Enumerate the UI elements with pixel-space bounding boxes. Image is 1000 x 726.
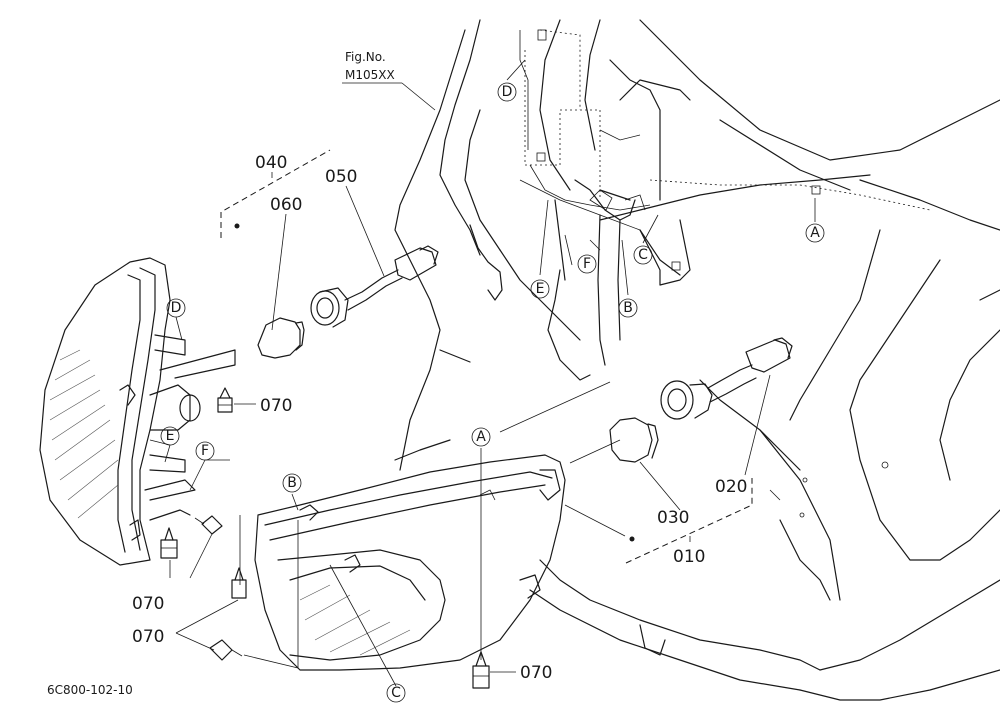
part-number-070-upper: 070 bbox=[260, 396, 292, 416]
bolt-070-mid bbox=[231, 567, 247, 599]
part-number-070-lower: 070 bbox=[132, 627, 164, 647]
svg-text:F: F bbox=[201, 443, 209, 459]
socket-050 bbox=[310, 245, 439, 328]
callout-F-left: F bbox=[195, 441, 215, 461]
svg-text:D: D bbox=[171, 300, 182, 316]
part-number-020: 020 bbox=[715, 477, 747, 497]
bolt-070-upper bbox=[217, 387, 233, 413]
svg-text:E: E bbox=[166, 428, 175, 444]
right-headlight bbox=[254, 454, 566, 671]
callout-A-top: A bbox=[805, 223, 825, 243]
part-number-040: 040 bbox=[255, 153, 287, 173]
callout-A-mid: A bbox=[471, 427, 491, 447]
callout-D-top: D bbox=[497, 82, 517, 102]
callout-C-top: C bbox=[633, 245, 653, 265]
socket-020 bbox=[660, 337, 793, 420]
bulb-060 bbox=[257, 317, 305, 359]
left-headlight bbox=[39, 257, 236, 566]
part-number-050: 050 bbox=[325, 167, 357, 187]
part-number-060: 060 bbox=[270, 195, 302, 215]
svg-text:B: B bbox=[623, 300, 633, 316]
callout-B-top: B bbox=[618, 298, 638, 318]
callout-F-top: F bbox=[577, 254, 597, 274]
callout-E-top: E bbox=[530, 279, 550, 299]
svg-text:A: A bbox=[476, 429, 486, 445]
hood-panel bbox=[394, 19, 1000, 701]
bolt-070-left-a bbox=[160, 527, 178, 559]
callout-C-bottom: C bbox=[386, 683, 406, 703]
leader-lines bbox=[149, 59, 816, 687]
bracket-structure bbox=[519, 29, 821, 381]
part-number-010: 010 bbox=[673, 547, 705, 567]
svg-text:A: A bbox=[810, 225, 820, 241]
svg-text:C: C bbox=[391, 685, 401, 701]
svg-text:C: C bbox=[638, 247, 648, 263]
svg-text:B: B bbox=[287, 475, 297, 491]
part-number-030: 030 bbox=[657, 508, 689, 528]
svg-text:D: D bbox=[502, 84, 513, 100]
callout-E-left: E bbox=[160, 426, 180, 446]
fig-ref-label: Fig.No. bbox=[345, 50, 386, 64]
callout-D-left: D bbox=[166, 298, 186, 318]
fig-ref-number: M105XX bbox=[345, 68, 395, 82]
svg-text:E: E bbox=[536, 281, 545, 297]
part-number-070-left: 070 bbox=[132, 594, 164, 614]
assembly-dot-040 bbox=[234, 223, 240, 229]
drawing-code: 6C800-102-10 bbox=[47, 683, 133, 697]
part-number-070-bottom: 070 bbox=[520, 663, 552, 683]
bulb-030 bbox=[609, 417, 659, 463]
bolt-070-left-b bbox=[194, 515, 223, 535]
svg-text:F: F bbox=[583, 256, 591, 272]
assembly-dot-010 bbox=[629, 536, 635, 542]
callout-B-left: B bbox=[282, 473, 302, 493]
bolt-070-lower bbox=[209, 639, 243, 661]
